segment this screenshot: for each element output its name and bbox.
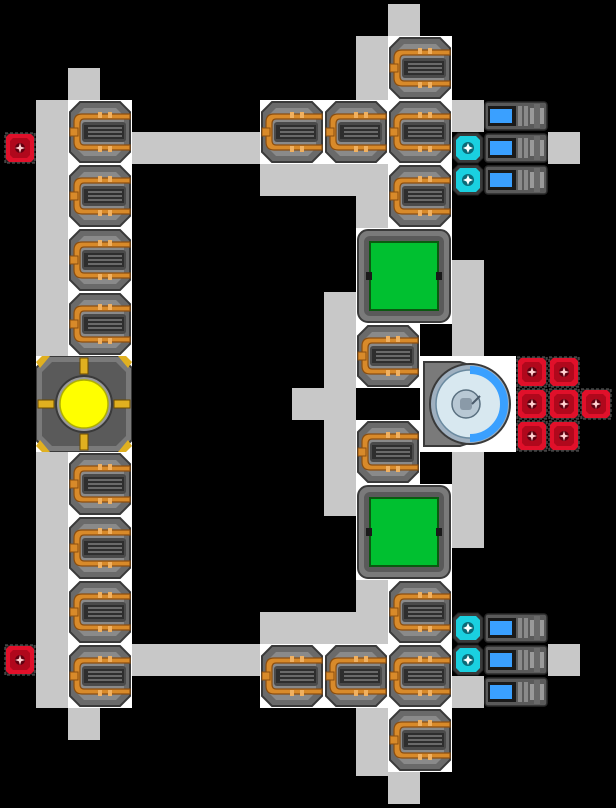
warhead-9[interactable] <box>548 420 580 452</box>
container-top[interactable] <box>356 228 452 324</box>
battery-3[interactable] <box>484 164 548 196</box>
turret-mid-1[interactable] <box>356 324 420 388</box>
shield-4[interactable] <box>452 644 484 676</box>
turret-bot-4[interactable] <box>388 644 452 708</box>
middle-right-upper <box>452 260 484 360</box>
turret-top-2[interactable] <box>260 100 324 164</box>
left-top-stub <box>68 68 100 100</box>
warhead-4[interactable] <box>548 356 580 388</box>
turret-mid-2[interactable] <box>356 420 420 484</box>
reactor-core[interactable] <box>36 356 132 452</box>
middle-left-stub <box>292 388 324 420</box>
turret-left-5[interactable] <box>68 452 132 516</box>
turret-top-4[interactable] <box>388 100 452 164</box>
container-bottom[interactable] <box>356 484 452 580</box>
turret-left-2[interactable] <box>68 164 132 228</box>
warhead-6[interactable] <box>548 388 580 420</box>
turret-top-5[interactable] <box>388 164 452 228</box>
warhead-1[interactable] <box>4 132 36 164</box>
shield-2[interactable] <box>452 164 484 196</box>
battery-2[interactable] <box>484 132 548 164</box>
top-connector <box>132 132 264 164</box>
cockpit[interactable] <box>420 356 516 452</box>
top-battery-tail <box>548 132 580 164</box>
turret-left-7[interactable] <box>68 580 132 644</box>
bottom-connector <box>132 644 264 676</box>
shield-1[interactable] <box>452 132 484 164</box>
turret-left-8[interactable] <box>68 644 132 708</box>
shield-3[interactable] <box>452 612 484 644</box>
turret-left-6[interactable] <box>68 516 132 580</box>
turret-top-3[interactable] <box>324 100 388 164</box>
battery-5[interactable] <box>484 644 548 676</box>
warhead-7[interactable] <box>580 388 612 420</box>
battery-6[interactable] <box>484 676 548 708</box>
turret-left-4[interactable] <box>68 292 132 356</box>
turret-left-1[interactable] <box>68 100 132 164</box>
turret-bot-5[interactable] <box>388 708 452 772</box>
middle-spine <box>324 292 356 516</box>
warhead-8[interactable] <box>516 420 548 452</box>
bottom-shield-link <box>452 676 484 708</box>
turret-bot-3[interactable] <box>324 644 388 708</box>
battery-1[interactable] <box>484 100 548 132</box>
bottom-battery-tail <box>548 644 580 676</box>
middle-right-lower <box>452 452 484 548</box>
top-shield-link <box>452 100 484 132</box>
turret-top-1[interactable] <box>388 36 452 100</box>
turret-left-3[interactable] <box>68 228 132 292</box>
bottom-spine-cap <box>388 772 420 804</box>
turret-bot-1[interactable] <box>388 580 452 644</box>
left-bottom-stub <box>68 708 100 740</box>
battery-4[interactable] <box>484 612 548 644</box>
warhead-5[interactable] <box>516 388 548 420</box>
turret-bot-2[interactable] <box>260 644 324 708</box>
top-spine-cap <box>388 4 420 36</box>
warhead-3[interactable] <box>516 356 548 388</box>
warhead-2[interactable] <box>4 644 36 676</box>
